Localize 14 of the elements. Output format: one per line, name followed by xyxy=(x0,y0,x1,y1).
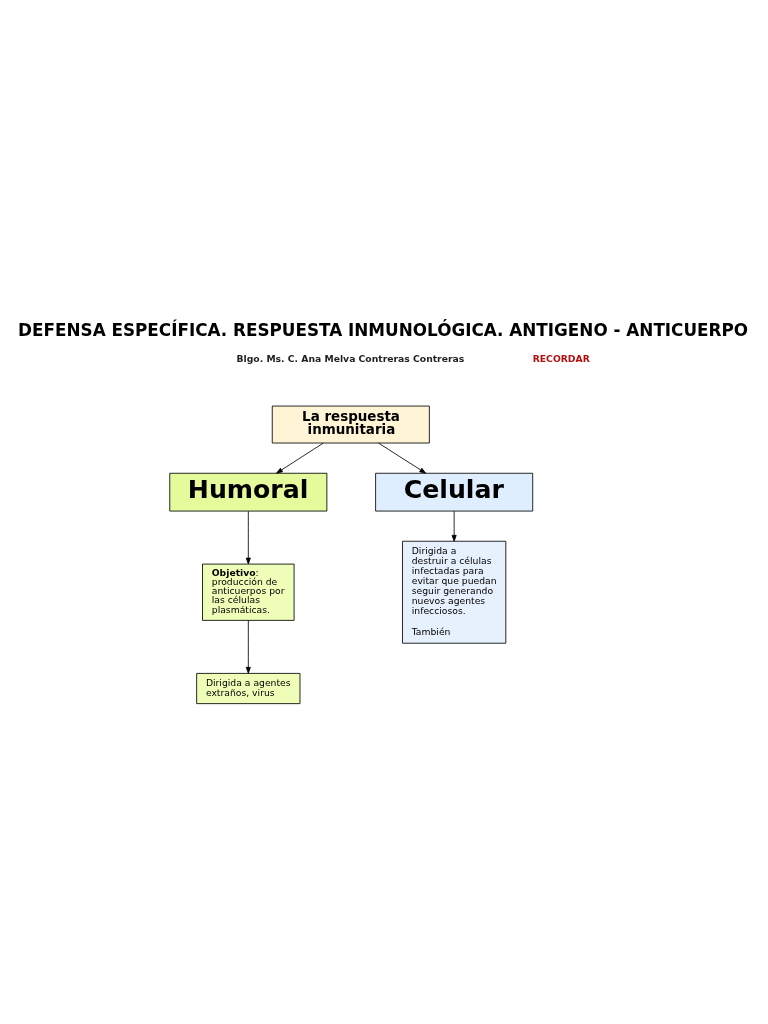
diagram-title: DEFENSA ESPECÍFICA. RESPUESTA INMUNOLÓGICA. ANTIGENO - ANTICUERPO xyxy=(18,320,749,341)
arrow xyxy=(378,442,427,474)
node-box: Humoral xyxy=(169,472,328,512)
label: Blgo. Ms. C. Ana Melva Contreras Contreras xyxy=(236,353,465,365)
node-box: Celular xyxy=(375,472,534,512)
node-box: Objetivo: producción de anticuerpos por las células plasmáticas. xyxy=(202,563,295,621)
arrow xyxy=(451,510,457,542)
arrow xyxy=(276,442,324,474)
node-box: Dirigida a destruir a células infectadas para evitar que puedan seguir generando nuevos agentes infecciosos. También xyxy=(402,540,507,644)
arrow xyxy=(245,510,251,565)
node-box: Dirigida a agentes extraños, virus xyxy=(196,672,301,705)
node-box: La respuesta inmunitaria xyxy=(271,405,430,444)
label: RECORDAR xyxy=(532,353,590,365)
arrow xyxy=(245,620,251,674)
